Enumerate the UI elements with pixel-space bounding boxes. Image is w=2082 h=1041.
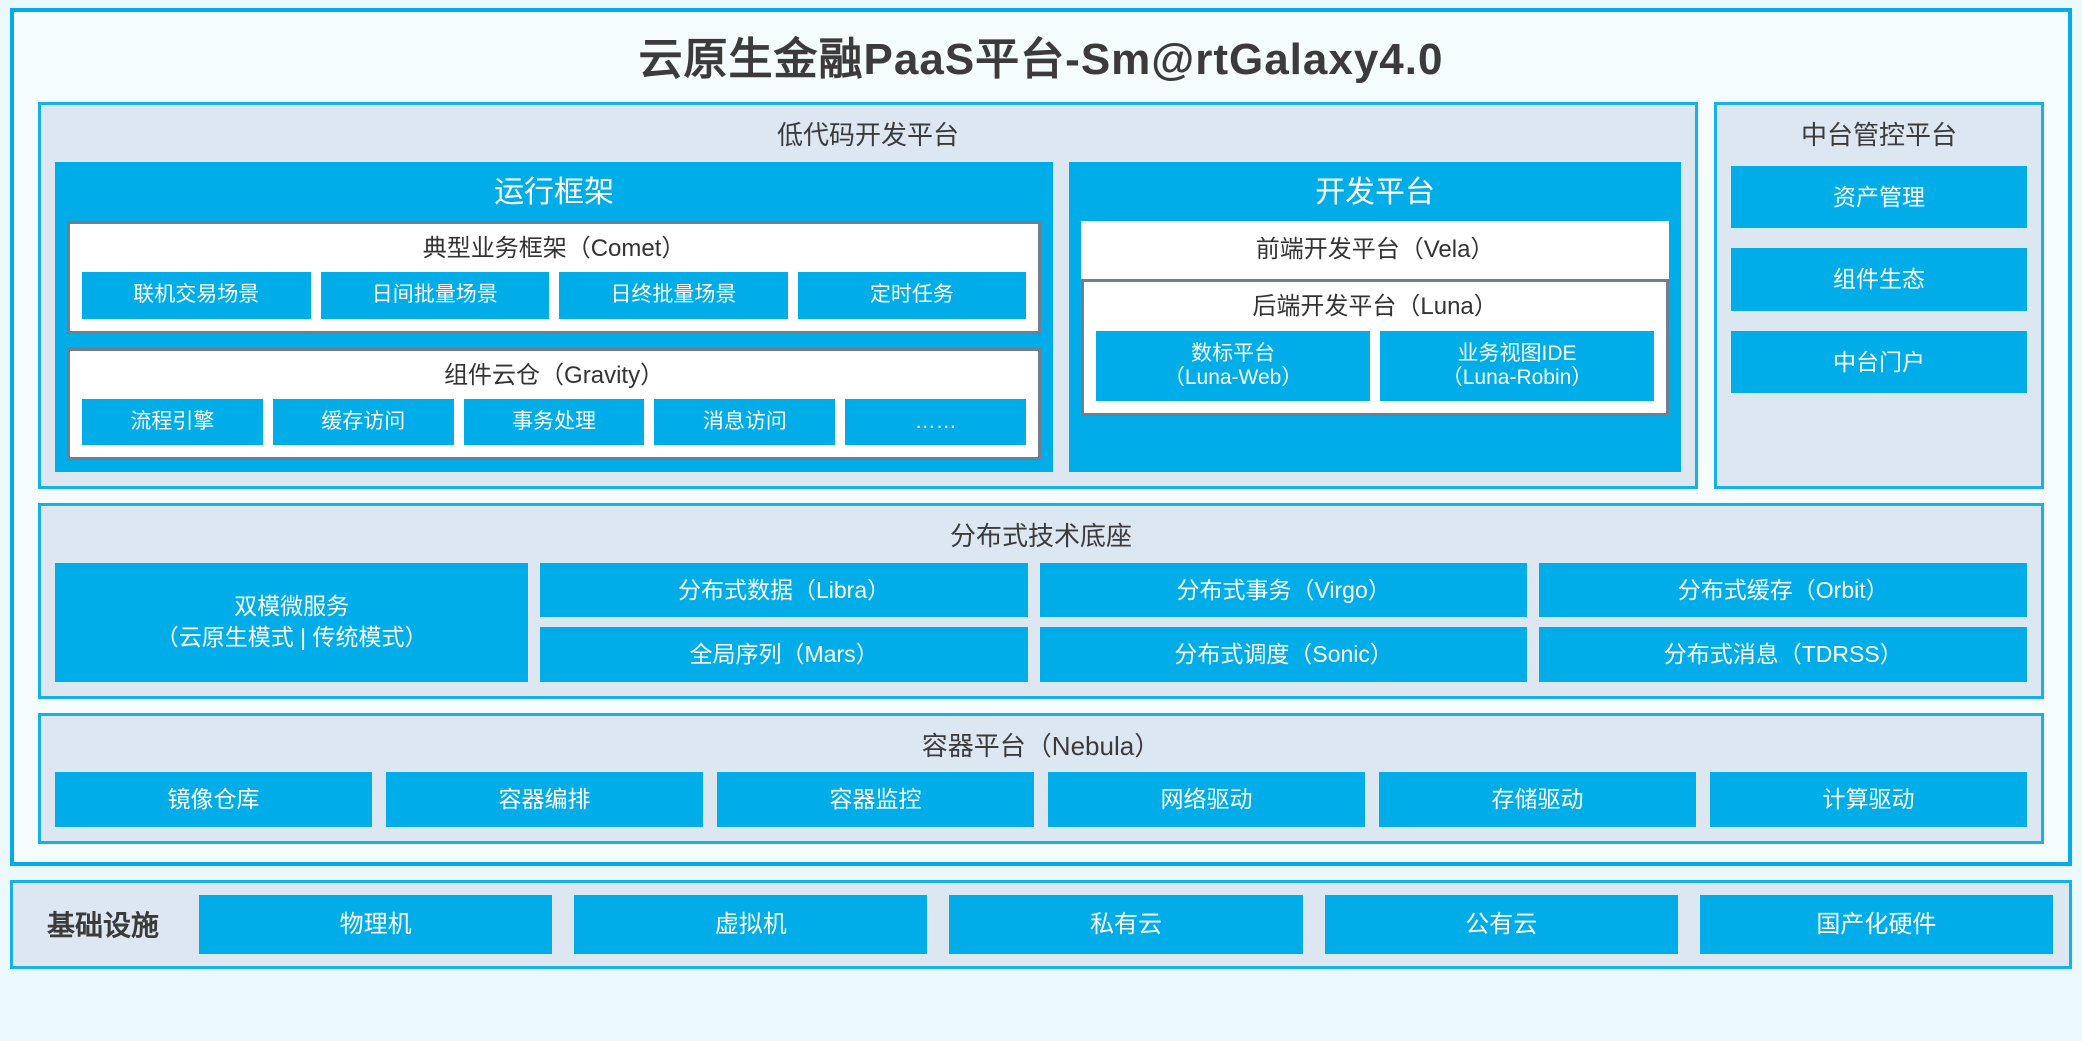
backend-item-line2: （Luna-Robin）: [1441, 365, 1593, 389]
tech-item-line2: （云原生模式 | 传统模式）: [155, 624, 428, 651]
comet-title: 典型业务框架（Comet）: [422, 234, 686, 262]
backend-item-line1: 业务视图IDE: [1457, 341, 1577, 365]
tech-item-orbit[interactable]: 分布式缓存（Orbit）: [1539, 562, 2027, 618]
backend-item-line2: （Luna-Web）: [1163, 365, 1303, 389]
container-item-network-driver[interactable]: 网络驱动: [1048, 772, 1365, 827]
midoffice-item-component-ecosystem[interactable]: 组件生态: [1731, 248, 2027, 311]
midoffice-item-portal[interactable]: 中台门户: [1731, 330, 2027, 394]
container-platform-title: 容器平台（Nebula）: [921, 730, 1161, 761]
comet-item[interactable]: 日间批量场景: [320, 272, 550, 319]
page-title: 云原生金融PaaS平台-Sm@rtGalaxy4.0: [638, 35, 1444, 84]
container-item-image-registry[interactable]: 镜像仓库: [55, 772, 372, 827]
gravity-group: 组件云仓（Gravity） 流程引擎 缓存访问 事务处理 消息访问 ……: [67, 347, 1042, 461]
container-item-monitoring[interactable]: 容器监控: [717, 772, 1034, 827]
tech-column-1: 分布式数据（Libra） 全局序列（Mars）: [540, 562, 1028, 682]
container-item-compute-driver[interactable]: 计算驱动: [1710, 772, 2027, 827]
comet-item[interactable]: 联机交易场景: [82, 272, 311, 319]
container-item-orchestration[interactable]: 容器编排: [386, 772, 703, 827]
tech-item-microservice[interactable]: 双模微服务 （云原生模式 | 传统模式）: [55, 562, 529, 682]
container-platform-panel: 容器平台（Nebula） 镜像仓库 容器编排 容器监控 网络驱动 存储驱动 计算…: [38, 712, 2044, 844]
midoffice-platform-title: 中台管控平台: [1800, 120, 1957, 151]
comet-item[interactable]: 日终批量场景: [559, 272, 788, 319]
runtime-framework-title: 运行框架: [494, 175, 615, 209]
container-item-row: 镜像仓库 容器编排 容器监控 网络驱动 存储驱动 计算驱动: [55, 772, 2027, 827]
runtime-framework-block: 运行框架 典型业务框架（Comet） 联机交易场景 日间批量场景 日终批量场景 …: [55, 161, 1054, 473]
tech-item-line1: 双模微服务: [234, 593, 350, 620]
tech-item-libra[interactable]: 分布式数据（Libra）: [540, 562, 1028, 618]
infrastructure-label: 基础设施: [47, 910, 160, 942]
development-platform-block: 开发平台 前端开发平台（Vela） 后端开发平台（Luna） 数标平台 （Lun…: [1069, 161, 1681, 473]
infrastructure-item-virtual-machine[interactable]: 虚拟机: [574, 894, 928, 955]
tech-base-grid: 双模微服务 （云原生模式 | 传统模式） 分布式数据（Libra） 全局序列（M…: [55, 562, 2027, 682]
gravity-item[interactable]: 缓存访问: [272, 398, 454, 446]
comet-item-row: 联机交易场景 日间批量场景 日终批量场景 定时任务: [82, 272, 1027, 319]
container-item-storage-driver[interactable]: 存储驱动: [1379, 772, 1696, 827]
gravity-item-more[interactable]: ……: [845, 398, 1027, 446]
backend-platform-title: 后端开发平台（Luna）: [1252, 293, 1498, 321]
tech-item-tdrss[interactable]: 分布式消息（TDRSS）: [1539, 627, 2027, 682]
tech-base-title: 分布式技术底座: [949, 521, 1132, 552]
development-platform-title: 开发平台: [1315, 175, 1436, 209]
tech-base-panel: 分布式技术底座 双模微服务 （云原生模式 | 传统模式） 分布式数据（Libra…: [38, 503, 2044, 699]
gravity-item[interactable]: 流程引擎: [82, 398, 263, 446]
tech-microservice-column: 双模微服务 （云原生模式 | 传统模式）: [55, 562, 529, 682]
infrastructure-item-row: 物理机 虚拟机 私有云 公有云 国产化硬件: [199, 894, 2054, 955]
midoffice-item-stack: 资产管理 组件生态 中台门户: [1731, 162, 2027, 472]
backend-item-line1: 数标平台: [1191, 341, 1276, 365]
tech-item-virgo[interactable]: 分布式事务（Virgo）: [1039, 562, 1528, 618]
infrastructure-item-public-cloud[interactable]: 公有云: [1324, 894, 1678, 955]
backend-item-row: 数标平台 （Luna-Web） 业务视图IDE （Luna-Robin）: [1096, 330, 1655, 402]
lowcode-platform-panel: 低代码开发平台 运行框架 典型业务框架（Comet） 联机交易场景 日间批量场景…: [38, 102, 1698, 490]
lowcode-columns: 运行框架 典型业务框架（Comet） 联机交易场景 日间批量场景 日终批量场景 …: [55, 161, 1681, 473]
tech-item-mars[interactable]: 全局序列（Mars）: [540, 627, 1028, 682]
tech-column-3: 分布式缓存（Orbit） 分布式消息（TDRSS）: [1539, 562, 2027, 682]
gravity-item[interactable]: 消息访问: [654, 398, 836, 446]
gravity-title: 组件云仓（Gravity）: [444, 361, 665, 389]
lowcode-platform-title: 低代码开发平台: [776, 120, 959, 151]
infrastructure-panel: 基础设施 物理机 虚拟机 私有云 公有云 国产化硬件: [10, 879, 2072, 970]
gravity-item[interactable]: 事务处理: [463, 398, 645, 446]
infrastructure-item-physical-machine[interactable]: 物理机: [199, 894, 553, 955]
comet-item[interactable]: 定时任务: [797, 272, 1027, 319]
infrastructure-item-private-cloud[interactable]: 私有云: [949, 894, 1303, 955]
infrastructure-item-domestic-hardware[interactable]: 国产化硬件: [1699, 894, 2054, 955]
midoffice-platform-panel: 中台管控平台 资产管理 组件生态 中台门户: [1714, 102, 2044, 490]
comet-group: 典型业务框架（Comet） 联机交易场景 日间批量场景 日终批量场景 定时任务: [67, 220, 1042, 334]
platform-main-card: 云原生金融PaaS平台-Sm@rtGalaxy4.0 低代码开发平台 运行框架 …: [10, 8, 2072, 866]
frontend-platform-item[interactable]: 前端开发平台（Vela）: [1081, 220, 1669, 280]
tech-item-sonic[interactable]: 分布式调度（Sonic）: [1039, 627, 1528, 682]
upper-region: 低代码开发平台 运行框架 典型业务框架（Comet） 联机交易场景 日间批量场景…: [38, 102, 2044, 490]
tech-column-2: 分布式事务（Virgo） 分布式调度（Sonic）: [1039, 562, 1528, 682]
backend-platform-group: 后端开发平台（Luna） 数标平台 （Luna-Web） 业务视图IDE （Lu…: [1081, 279, 1669, 417]
backend-item-luna-web[interactable]: 数标平台 （Luna-Web）: [1096, 330, 1371, 402]
backend-item-luna-robin[interactable]: 业务视图IDE （Luna-Robin）: [1380, 330, 1655, 402]
midoffice-item-asset-management[interactable]: 资产管理: [1731, 165, 2027, 229]
gravity-item-row: 流程引擎 缓存访问 事务处理 消息访问 ……: [82, 398, 1027, 446]
